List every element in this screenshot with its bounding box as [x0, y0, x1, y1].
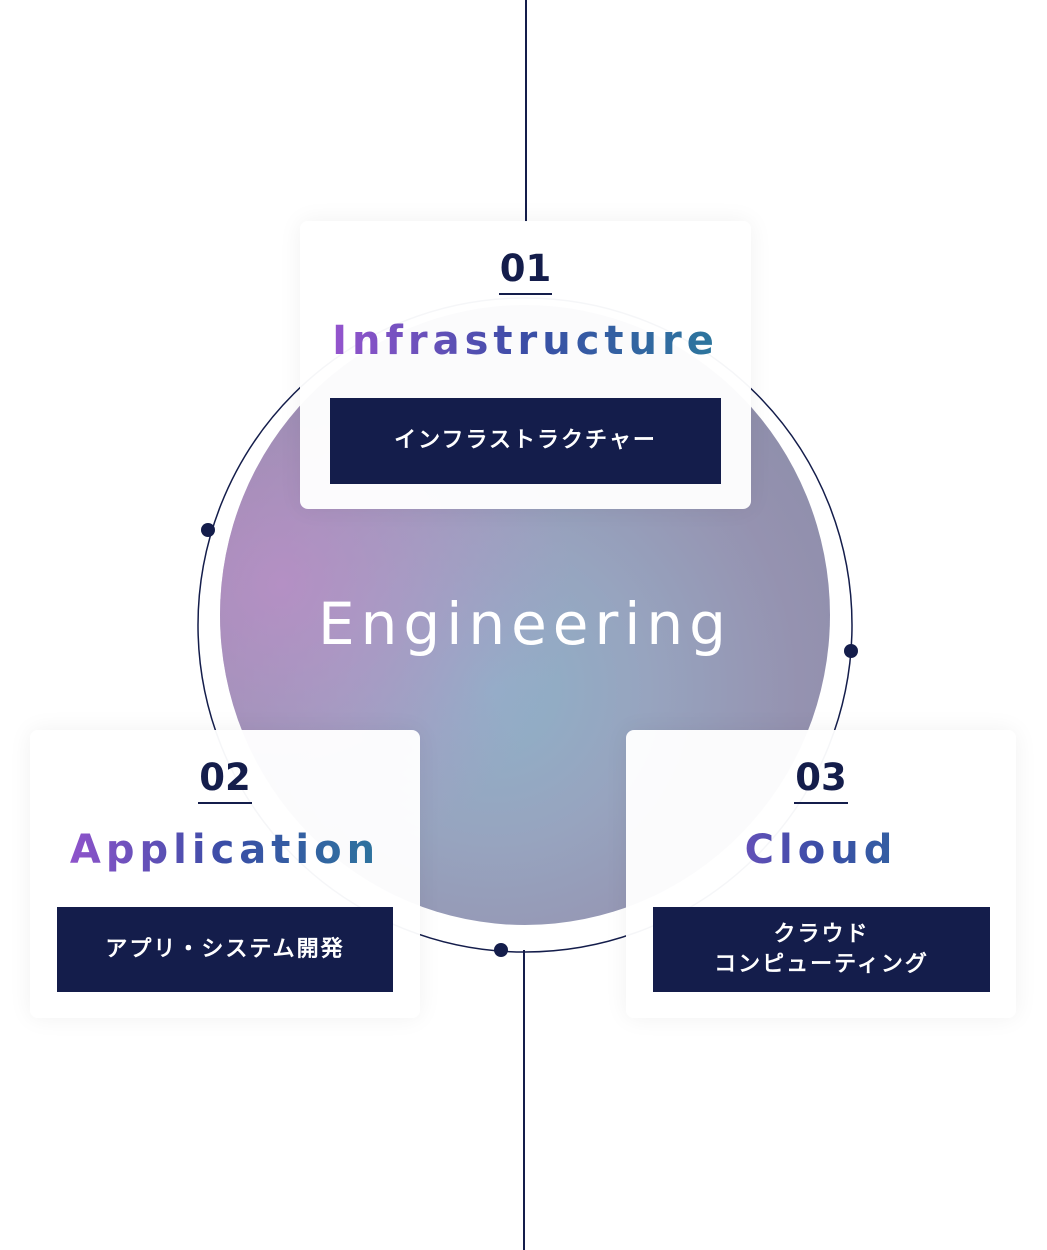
card-infrastructure: 01 Infrastructure インフラストラクチャー: [300, 221, 751, 509]
card-label: インフラストラクチャー: [330, 398, 721, 484]
connector-line-top: [525, 0, 527, 222]
card-label: クラウド コンピューティング: [653, 907, 990, 992]
connector-line-bottom: [523, 950, 525, 1250]
card-application: 02 Application アプリ・システム開発: [30, 730, 420, 1018]
card-label-line: コンピューティング: [714, 951, 929, 977]
card-number: 02: [198, 758, 252, 804]
card-title: Application: [30, 826, 420, 874]
card-number: 03: [794, 758, 848, 804]
card-label: アプリ・システム開発: [57, 907, 393, 992]
center-title: Engineering: [318, 590, 732, 658]
card-number: 01: [498, 249, 553, 295]
orbit-dot: [844, 644, 858, 658]
card-title: Infrastructure: [300, 317, 751, 365]
orbit-dot: [494, 943, 508, 957]
card-title: Cloud: [626, 826, 1016, 874]
orbit-dot: [201, 523, 215, 537]
card-label-line: クラウド: [773, 921, 870, 947]
card-cloud: 03 Cloud クラウド コンピューティング: [626, 730, 1016, 1018]
